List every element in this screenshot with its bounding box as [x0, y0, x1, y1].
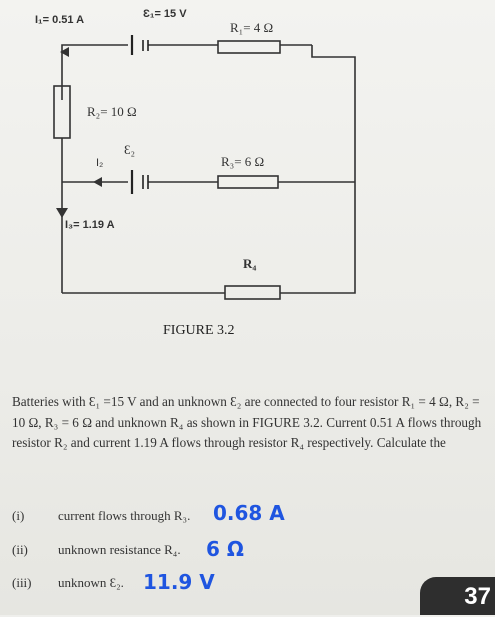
label-I1: I₁= 0.51 A — [35, 14, 85, 26]
question-text: current flows through R₃. — [58, 508, 191, 523]
wire-right — [280, 45, 356, 294]
label-R2: R₂= 10 Ω — [87, 104, 137, 119]
problem-statement: Batteries with Ɛ₁ =15 V and an unknown Ɛ… — [12, 394, 482, 450]
resistor-R1 — [217, 40, 281, 54]
wire-top — [61, 44, 128, 100]
label-R3: R₃= 6 Ω — [221, 154, 265, 169]
handwritten-answer-i: 0.68 A — [213, 501, 285, 525]
label-I3: I₃= 1.19 A — [65, 219, 115, 231]
figure-caption: FIGURE 3.2 — [163, 323, 235, 338]
arrow-I3-icon — [56, 208, 68, 218]
question-number: (i) — [12, 508, 25, 523]
label-I2: I₂ — [96, 157, 104, 169]
question-i: (i) current flows through R₃. — [12, 508, 190, 524]
resistor-R3 — [217, 175, 279, 189]
label-E1: Ɛ₁= 15 V — [143, 8, 187, 20]
label-R4: R₄ — [243, 256, 257, 271]
question-text: unknown Ɛ₂. — [58, 575, 124, 590]
arrow-I1-icon — [60, 47, 69, 57]
label-E2: Ɛ₂ — [124, 142, 136, 157]
resistor-R4 — [224, 285, 281, 300]
page-number-badge: 37 — [420, 577, 495, 615]
battery-E2 — [130, 170, 149, 194]
question-ii: (ii) unknown resistance R₄. — [12, 542, 181, 558]
circuit-diagram — [53, 35, 356, 300]
handwritten-answer-iii: 11.9 V — [143, 570, 215, 594]
handwritten-answer-ii: 6 Ω — [206, 537, 244, 561]
battery-E1 — [130, 35, 149, 55]
question-text: unknown resistance R₄. — [58, 542, 181, 557]
label-R1: R₁= 4 Ω — [230, 20, 274, 35]
question-iii: (iii) unknown Ɛ₂. — [12, 575, 124, 591]
question-number: (ii) — [12, 542, 28, 557]
question-number: (iii) — [12, 575, 32, 590]
resistor-R2 — [53, 85, 71, 139]
arrow-I2-icon — [93, 177, 102, 187]
